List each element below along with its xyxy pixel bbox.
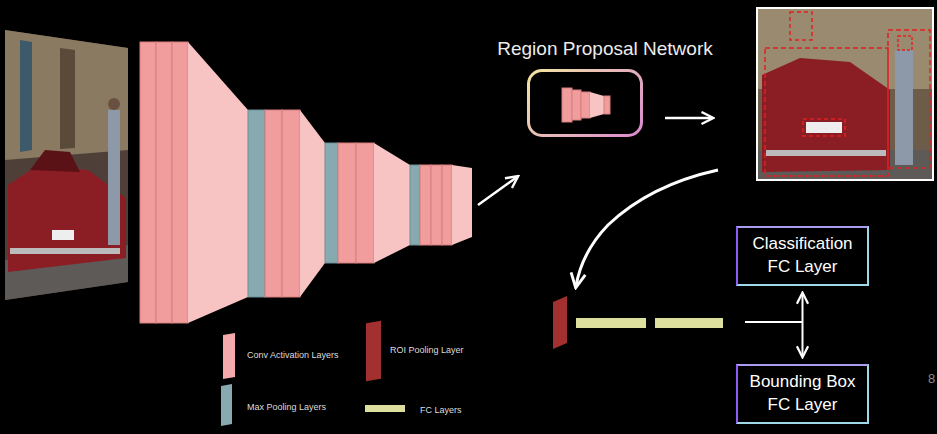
feature-taper (188, 42, 248, 323)
roi-arrow (576, 170, 718, 286)
legend-swatch (366, 321, 381, 382)
legend-swatch (221, 384, 232, 426)
conv-layer (265, 110, 282, 297)
connector-arrow (802, 294, 804, 356)
conv-layer (140, 42, 156, 323)
photo-bumper (766, 150, 886, 156)
legend-swatch (223, 333, 235, 379)
layer-label: Classification FC Layer (744, 233, 861, 279)
conv-layer (282, 110, 300, 297)
detection-box (790, 12, 812, 40)
output-photo (757, 8, 933, 180)
photo-car (762, 58, 890, 172)
conv-layer (420, 165, 431, 245)
maxpool-layer (410, 165, 420, 245)
detection-box (898, 36, 912, 50)
layer-label: Bounding Box FC Layer (744, 371, 861, 417)
conv-layer (338, 143, 356, 263)
conv-layer (156, 42, 172, 323)
input-photo (5, 30, 128, 300)
photo-bumper (10, 248, 120, 254)
photo-frame (5, 30, 128, 300)
detection-box (888, 30, 930, 168)
legend-label: Max Pooling Layers (247, 402, 326, 412)
photo-street (5, 245, 128, 300)
legend-label: Conv Activation Layers (247, 350, 339, 360)
cnn-backbone (140, 42, 472, 323)
fc-output-line (745, 321, 802, 323)
detection-box (765, 48, 888, 176)
legend-label: ROI Pooling Layer (390, 345, 464, 355)
fc-layer (576, 318, 646, 328)
photo-car-seat (30, 150, 80, 172)
photo-door (20, 40, 32, 152)
photo-person (108, 110, 120, 245)
network-title: Region Proposal Network (479, 38, 731, 60)
legend-label: FC Layers (420, 405, 462, 415)
page-number: 8 (928, 371, 935, 386)
conv-layer (356, 143, 374, 263)
photo-person (895, 50, 913, 165)
photo-person-head (108, 98, 120, 110)
rpn-box: Region Proposal Network (527, 69, 643, 137)
photo-plate (806, 122, 842, 133)
photo-frame (757, 8, 933, 180)
roi-pooling-layer (553, 296, 567, 349)
fc-head-box: Classification FC Layer (736, 226, 869, 286)
conv-layer (431, 165, 442, 245)
photo-window (60, 48, 75, 149)
legend-swatch (365, 405, 405, 412)
flow-arrow (665, 117, 712, 120)
fc-head-box: Bounding Box FC Layer (736, 364, 869, 424)
maxpool-layer (248, 110, 265, 297)
feature-taper (452, 165, 472, 245)
detection-box (803, 119, 845, 136)
fc-layer (655, 318, 723, 328)
flow-arrow (478, 177, 517, 205)
feature-taper (374, 143, 410, 263)
feature-taper (300, 110, 325, 297)
conv-layer (442, 165, 452, 245)
conv-layer (172, 42, 188, 323)
maxpool-layer (325, 143, 338, 263)
photo-plate (52, 230, 74, 240)
